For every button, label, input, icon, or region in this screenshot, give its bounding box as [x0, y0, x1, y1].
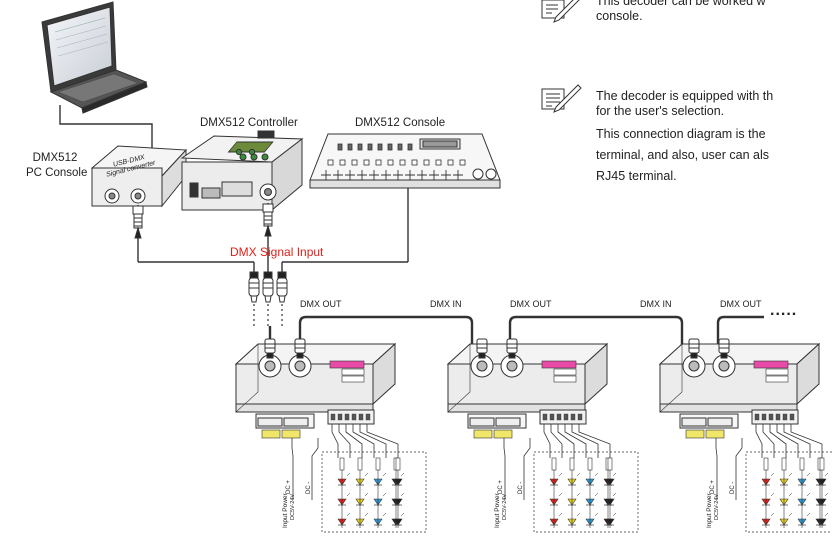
usb-dmx-converter: [90, 145, 188, 208]
dc-plus-label: DC +: [498, 480, 504, 494]
power-label: Input Power: [282, 493, 289, 528]
decoder-unit: [446, 338, 639, 533]
dc-minus-label: DC -: [730, 481, 736, 494]
dmx-controller-device: [180, 130, 304, 212]
note-3-line-1: This connection diagram is the: [596, 127, 766, 141]
note-1-line-1: This decoder can be worked w: [596, 0, 766, 8]
dc-minus-label: DC -: [518, 481, 524, 494]
note-3-line-2: terminal, and also, user can als: [596, 148, 770, 162]
note-1-line-2: console.: [596, 9, 643, 23]
continuation-dots: .....: [770, 302, 798, 319]
power-spec: DC5V-24V: [714, 494, 720, 520]
controller-label: DMX512 Controller: [200, 117, 298, 129]
note-2: The decoder is equipped with th for the …: [596, 89, 773, 119]
power-spec: DC5V-24V: [290, 494, 296, 520]
signal-input-label: DMX Signal Input: [230, 245, 324, 259]
dc-minus-label: DC -: [306, 481, 312, 494]
laptop-cable: [59, 105, 153, 152]
dmx-console-device: [309, 133, 501, 189]
note-2-line-2: for the user's selection.: [596, 104, 725, 118]
decoder-unit: [658, 338, 832, 533]
dmx-in-label-1: DMX IN: [430, 299, 462, 309]
input-connectors: [248, 271, 288, 303]
note-1: This decoder can be worked w console.: [596, 0, 766, 24]
dmx-out-label-2: DMX OUT: [510, 299, 552, 309]
dmx-out-label-1: DMX OUT: [300, 299, 342, 309]
dc-plus-label: DC +: [286, 480, 292, 494]
pc-console-line-1: DMX512: [32, 152, 78, 164]
note-icon: [541, 0, 580, 23]
xlr-plug-icon: [132, 203, 274, 239]
dmx-in-label-2: DMX IN: [640, 299, 672, 309]
dmx-out-label-3: DMX OUT: [720, 299, 762, 309]
note-3-line-3: RJ45 terminal.: [596, 169, 677, 183]
pc-console-label: DMX512 PC Console: [26, 151, 88, 181]
dmx-chain-cables: [298, 315, 764, 345]
power-label: Input Power: [706, 493, 713, 528]
power-label: Input Power: [494, 493, 501, 528]
laptop-icon: [41, 1, 148, 114]
power-spec: DC5V-24V: [502, 494, 508, 520]
decoders-layer: [234, 338, 832, 533]
note-2-line-1: The decoder is equipped with th: [596, 89, 774, 103]
decoder-unit: [234, 338, 427, 533]
console-label: DMX512 Console: [355, 117, 446, 129]
note-icon: [541, 84, 582, 113]
dotted-link: [253, 304, 283, 326]
dc-plus-label: DC +: [710, 480, 716, 494]
pc-console-line-2: PC Console: [26, 167, 88, 179]
note-3: This connection diagram is the terminal,…: [596, 124, 769, 187]
